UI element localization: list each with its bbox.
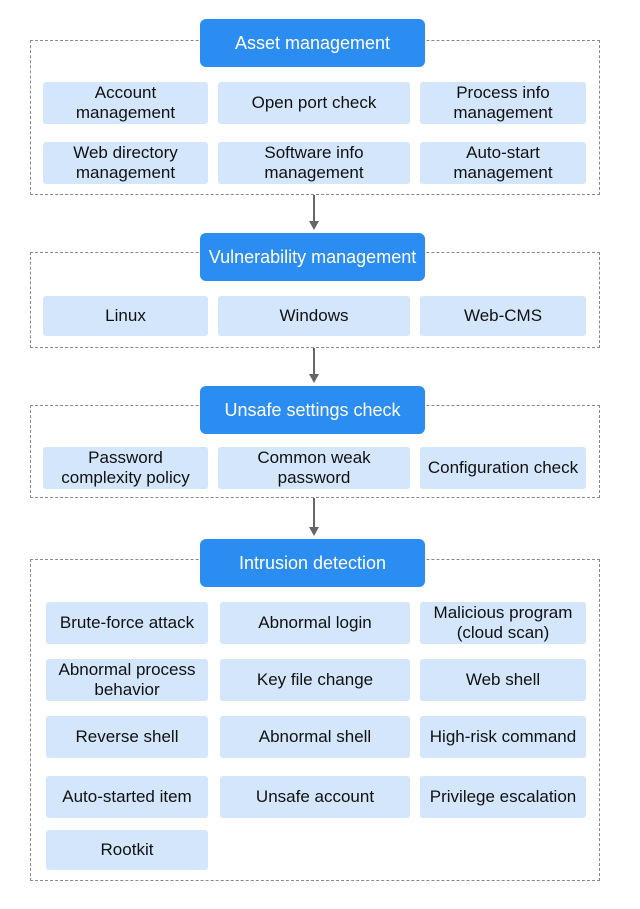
intrusion-detection-header: Intrusion detection: [200, 539, 425, 587]
vulnerability-management-header: Vulnerability management: [200, 233, 425, 281]
key-file-change-item: Key file change: [220, 659, 410, 701]
reverse-shell-item: Reverse shell: [46, 716, 208, 758]
process-info-management-item: Process info management: [420, 82, 586, 124]
high-risk-command-item: High-risk command: [420, 716, 586, 758]
arrow-2: [309, 348, 319, 383]
linux-item: Linux: [43, 296, 208, 336]
web-cms-item: Web-CMS: [420, 296, 586, 336]
asset-management-header: Asset management: [200, 19, 425, 67]
rootkit-item: Rootkit: [46, 830, 208, 870]
privilege-escalation-item: Privilege escalation: [420, 776, 586, 818]
brute-force-attack-item: Brute-force attack: [46, 602, 208, 644]
web-directory-management-item: Web directory management: [43, 142, 208, 184]
abnormal-process-behavior-item: Abnormal process behavior: [46, 659, 208, 701]
malicious-program-item: Malicious program (cloud scan): [420, 602, 586, 644]
account-management-item: Account management: [43, 82, 208, 124]
auto-start-management-item: Auto-start management: [420, 142, 586, 184]
unsafe-settings-check-header: Unsafe settings check: [200, 386, 425, 434]
auto-started-item-item: Auto-started item: [46, 776, 208, 818]
arrow-1: [309, 195, 319, 230]
abnormal-login-item: Abnormal login: [220, 602, 410, 644]
windows-item: Windows: [218, 296, 410, 336]
password-complexity-policy-item: Password complexity policy: [43, 447, 208, 489]
software-info-management-item: Software info management: [218, 142, 410, 184]
common-weak-password-item: Common weak password: [218, 447, 410, 489]
open-port-check-item: Open port check: [218, 82, 410, 124]
abnormal-shell-item: Abnormal shell: [220, 716, 410, 758]
web-shell-item: Web shell: [420, 659, 586, 701]
configuration-check-item: Configuration check: [420, 447, 586, 489]
unsafe-account-item: Unsafe account: [220, 776, 410, 818]
arrow-3: [309, 498, 319, 536]
